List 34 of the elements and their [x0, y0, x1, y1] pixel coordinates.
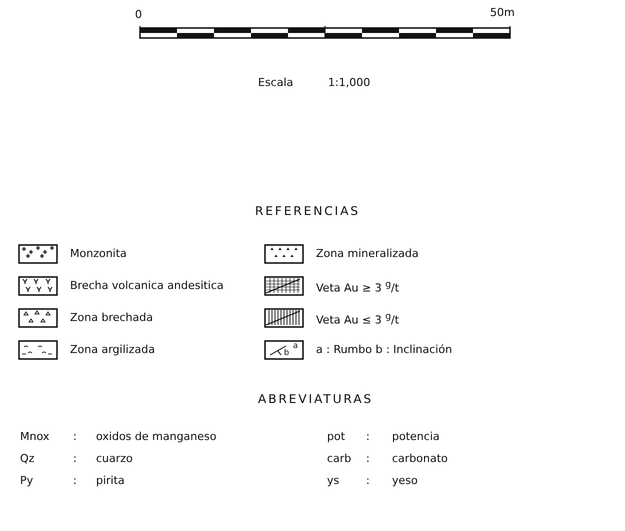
legend-label: Zona brechada	[70, 311, 153, 324]
scale-caption: Escala	[258, 76, 294, 89]
colon: :	[366, 430, 370, 443]
abbreviation-meaning: cuarzo	[96, 452, 133, 465]
scale-ratio: 1:1,000	[328, 76, 370, 89]
abbreviation-meaning: yeso	[392, 474, 418, 487]
abbreviation-meaning: potencia	[392, 430, 440, 443]
colon: :	[73, 452, 77, 465]
abbreviation: Qz	[20, 452, 34, 465]
swatch-letter: b	[284, 349, 290, 357]
legend-label: Zona argilizada	[70, 343, 155, 356]
abbreviation: pot	[327, 430, 346, 443]
legend-label: a : Rumbo b : Inclinación	[316, 343, 452, 356]
abbreviation-meaning: pirita	[96, 474, 125, 487]
scale-number: 0	[135, 8, 142, 21]
abbreviation: ys	[327, 474, 340, 487]
abbreviation-meaning: carbonato	[392, 452, 448, 465]
legend-label: Zona mineralizada	[316, 247, 419, 260]
legend-label: Monzonita	[70, 247, 127, 260]
abbreviation: Py	[20, 474, 34, 487]
swatch-letter: a	[293, 342, 298, 350]
scale-number: 50m	[490, 6, 515, 19]
heading: ABREVIATURAS	[258, 392, 374, 406]
legend-label: Veta Au ≤ 3 $^{g}$/t	[316, 311, 400, 327]
colon: :	[73, 430, 77, 443]
abbreviation: carb	[327, 452, 352, 465]
colon: :	[366, 452, 370, 465]
legend-label: Veta Au ≥ 3 $^{g}$/t	[316, 279, 400, 295]
legend-label: Brecha volcanica andesitica	[70, 279, 224, 292]
heading: REFERENCIAS	[255, 204, 360, 218]
colon: :	[73, 474, 77, 487]
abbreviation-meaning: oxidos de manganeso	[96, 430, 216, 443]
abbreviation: Mnox	[20, 430, 50, 443]
colon: :	[366, 474, 370, 487]
